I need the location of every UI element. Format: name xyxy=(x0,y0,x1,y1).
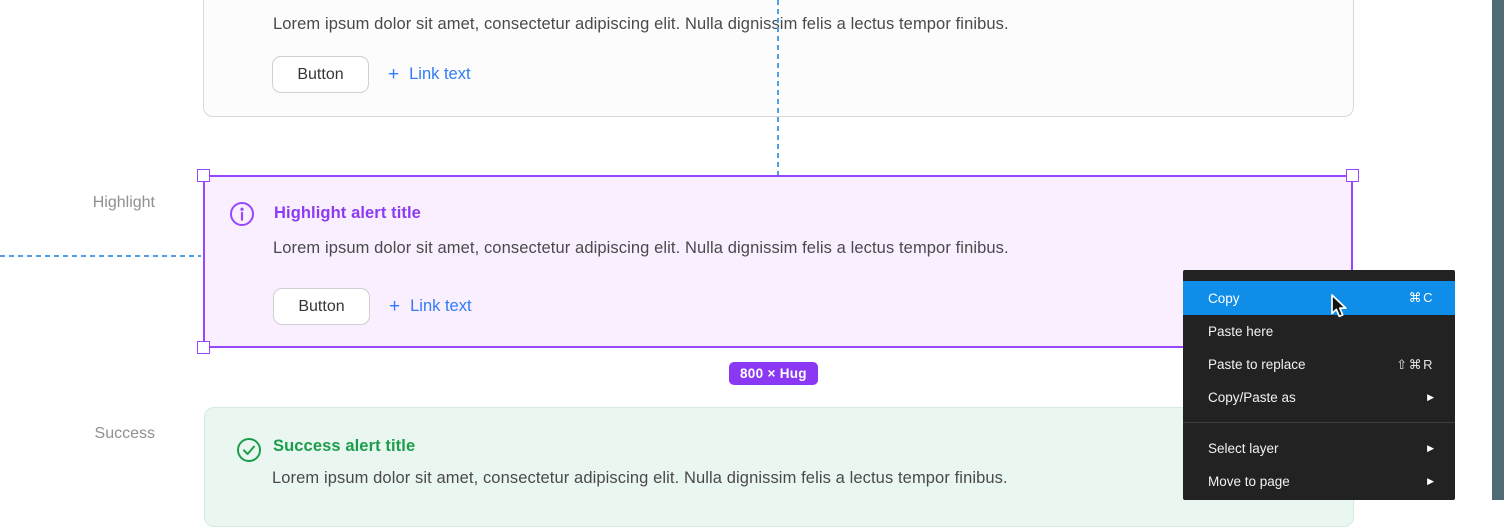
alert-body-text: Lorem ipsum dolor sit amet, consectetur … xyxy=(273,239,1009,257)
alert-link[interactable]: + Link text xyxy=(388,65,471,84)
info-icon xyxy=(229,201,255,227)
menu-item-copy-paste-as[interactable]: Copy/Paste as ▶ xyxy=(1183,381,1455,414)
selection-handle-top-right[interactable] xyxy=(1346,169,1359,182)
mouse-cursor-icon xyxy=(1327,293,1353,326)
alert-card-success[interactable]: Success alert title Lorem ipsum dolor si… xyxy=(204,407,1354,527)
context-menu: Copy ⌘C Paste here Paste to replace ⇧⌘R … xyxy=(1183,270,1455,500)
menu-item-paste-here[interactable]: Paste here xyxy=(1183,315,1455,348)
plus-icon: + xyxy=(389,296,401,317)
alert-link[interactable]: + Link text xyxy=(389,297,472,316)
horizontal-guide-line xyxy=(0,255,201,257)
alert-title: Success alert title xyxy=(273,437,416,455)
menu-item-label: Move to page xyxy=(1208,474,1290,489)
menu-item-select-layer[interactable]: Select layer ▶ xyxy=(1183,432,1455,465)
section-label-success: Success xyxy=(94,425,155,442)
plus-icon: + xyxy=(388,64,400,85)
menu-item-label: Select layer xyxy=(1208,441,1279,456)
selection-size-badge: 800 × Hug xyxy=(729,362,818,385)
alert-link-label: Link text xyxy=(409,65,471,83)
menu-item-label: Paste here xyxy=(1208,324,1274,339)
menu-item-copy[interactable]: Copy ⌘C xyxy=(1183,281,1455,315)
menu-shortcut: ⌘C xyxy=(1408,290,1434,305)
menu-item-label: Paste to replace xyxy=(1208,357,1306,372)
right-edge-panel xyxy=(1492,0,1504,500)
vertical-guide-line xyxy=(777,0,779,175)
submenu-arrow-icon: ▶ xyxy=(1427,476,1434,486)
menu-item-label: Copy xyxy=(1208,290,1240,306)
alert-button[interactable]: Button xyxy=(272,56,369,93)
check-circle-icon xyxy=(236,437,262,463)
alert-body-text: Lorem ipsum dolor sit amet, consectetur … xyxy=(272,469,1008,487)
menu-separator xyxy=(1183,422,1455,423)
selection-handle-top-left[interactable] xyxy=(197,169,210,182)
alert-link-label: Link text xyxy=(410,297,472,315)
alert-title: Highlight alert title xyxy=(274,204,421,222)
alert-button[interactable]: Button xyxy=(273,288,370,325)
alert-card-highlight[interactable]: Highlight alert title Lorem ipsum dolor … xyxy=(197,169,1359,354)
menu-shortcut: ⇧⌘R xyxy=(1396,356,1434,372)
submenu-arrow-icon: ▶ xyxy=(1427,443,1434,453)
submenu-arrow-icon: ▶ xyxy=(1427,392,1434,402)
menu-item-paste-to-replace[interactable]: Paste to replace ⇧⌘R xyxy=(1183,348,1455,381)
alert-body-text: Lorem ipsum dolor sit amet, consectetur … xyxy=(273,14,1009,33)
menu-item-move-to-page[interactable]: Move to page ▶ xyxy=(1183,465,1455,498)
section-label-highlight: Highlight xyxy=(92,194,155,211)
selection-handle-bottom-left[interactable] xyxy=(197,341,210,354)
menu-item-label: Copy/Paste as xyxy=(1208,390,1296,405)
